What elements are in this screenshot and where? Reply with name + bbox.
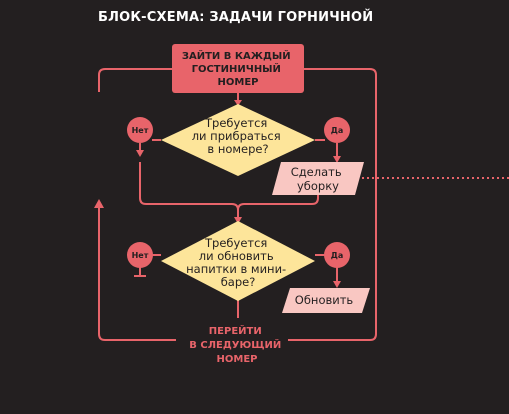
q1-line-2: ли прибраться — [192, 129, 281, 143]
q1-yes-label: Да — [331, 126, 344, 135]
action1-line-1: Сделать — [291, 165, 342, 179]
arrow-to-q2 — [234, 217, 242, 224]
arrow-to-q1 — [234, 100, 242, 106]
q2-line-1: Требуется — [204, 236, 267, 250]
diagram-title: БЛОК-СХЕМА: ЗАДАЧИ ГОРНИЧНОЙ — [98, 10, 374, 25]
arrow-loop-up — [94, 199, 104, 208]
next-line-3: НОМЕР — [217, 354, 258, 365]
decision-1-text: Требуется ли прибраться в номере? — [192, 116, 285, 156]
action-1-box — [272, 162, 364, 195]
action-2-box — [282, 288, 370, 313]
q1-no-label: Нет — [132, 126, 149, 135]
start-line-3: НОМЕР — [218, 77, 259, 88]
q1-line-3: в номере? — [207, 142, 268, 156]
arrow-q1-yes — [333, 156, 341, 163]
loop-line-left — [98, 206, 176, 341]
decision-1-diamond — [161, 104, 315, 176]
next-room-text: ПЕРЕЙТИ В СЛЕДУЮЩИЙ НОМЕР — [189, 324, 284, 365]
q1-no-badge — [127, 117, 153, 143]
connectors — [98, 68, 377, 341]
q2-yes-badge — [324, 242, 350, 268]
next-line-2: В СЛЕДУЮЩИЙ — [189, 338, 281, 351]
arrow-q1-no — [136, 150, 144, 157]
q1-yes-badge — [324, 117, 350, 143]
q2-line-3: напитки в мини- — [186, 262, 286, 276]
arrowheads — [94, 100, 341, 288]
start-box — [172, 44, 304, 93]
q2-line-4: баре? — [221, 275, 256, 289]
decision-2-text: Требуется ли обновить напитки в мини- ба… — [186, 236, 290, 289]
loop-line-right — [172, 68, 377, 341]
q2-line-2: ли обновить — [199, 249, 274, 263]
start-line-2: ГОСТИНИЧНЫЙ — [192, 62, 281, 75]
q2-no-badge — [127, 242, 153, 268]
merge-left — [139, 162, 239, 220]
decision-2-diamond — [161, 221, 315, 301]
q1-line-1: Требуется — [204, 116, 267, 130]
loop-line-top-left — [98, 68, 172, 92]
start-text: ЗАЙТИ В КАЖДЫЙ ГОСТИНИЧНЫЙ НОМЕР — [182, 49, 294, 88]
action1-line-2: уборку — [297, 179, 339, 193]
next-line-1: ПЕРЕЙТИ — [209, 324, 262, 337]
q2-yes-label: Да — [331, 251, 344, 260]
arrow-q2-yes — [333, 281, 341, 288]
q2-no-label: Нет — [132, 251, 149, 260]
action-1-text: Сделать уборку — [291, 165, 346, 193]
action-2-text: Обновить — [295, 293, 354, 307]
start-line-1: ЗАЙТИ В КАЖДЫЙ — [182, 49, 291, 62]
merge-right — [237, 195, 319, 211]
